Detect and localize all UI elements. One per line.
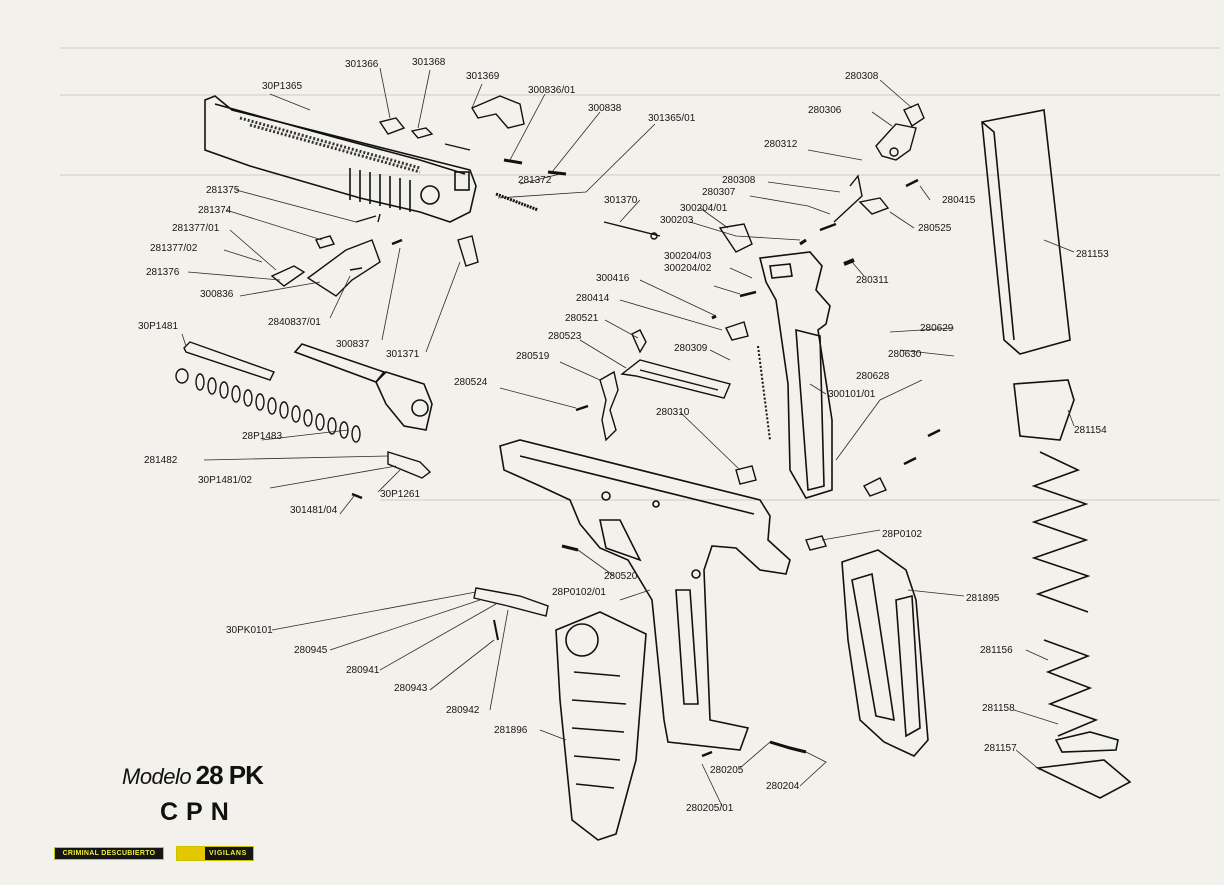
right-grip-panel: [841, 549, 929, 757]
slide-stop-parts: [473, 428, 941, 758]
label-280205-01: 280205/01: [686, 803, 734, 814]
extractor-parts: [270, 213, 479, 297]
label-280414: 280414: [576, 293, 610, 304]
label-281153: 281153: [1076, 249, 1109, 260]
slide-part: [204, 95, 477, 223]
label-280525: 280525: [918, 223, 952, 234]
label-280629: 280629: [920, 323, 954, 334]
label-281154: 281154: [1074, 425, 1107, 436]
label-28P1483: 28P1483: [242, 431, 283, 442]
label-301371: 301371: [386, 349, 420, 360]
label-30P1481-02: 30P1481/02: [198, 475, 252, 486]
criminal-descubierto-logo: CRIMINAL DESCUBIERTO: [54, 847, 164, 860]
label-300204-03: 300204/03: [664, 251, 712, 262]
label-300203: 300203: [660, 215, 694, 226]
slide-small-parts: [378, 95, 661, 240]
label-301481-04: 301481/04: [290, 505, 338, 516]
label-301368: 301368: [412, 57, 446, 68]
vigilans-emblem-icon: [177, 847, 205, 860]
hammer-housing-part: [759, 251, 833, 499]
label-280519: 280519: [516, 351, 550, 362]
label-280523: 280523: [548, 331, 582, 342]
label-280630: 280630: [888, 349, 922, 360]
left-grip-panel: [555, 611, 647, 841]
model-word: Modelo: [122, 764, 192, 789]
label-281375: 281375: [206, 185, 240, 196]
label-280628: 280628: [856, 371, 890, 382]
label-280310: 280310: [656, 407, 690, 418]
label-280307: 280307: [702, 187, 736, 198]
label-280306: 280306: [808, 105, 842, 116]
label-30PK0101: 30PK0101: [226, 625, 273, 636]
label-280308-top: 280308: [845, 71, 879, 82]
label-281377-02: 281377/02: [150, 243, 198, 254]
label-280415: 280415: [942, 195, 976, 206]
label-300101-01: 300101/01: [828, 389, 876, 400]
leader-lines: [181, 67, 1075, 807]
label-300837: 300837: [336, 339, 370, 350]
model-number: 28 PK: [195, 760, 264, 790]
label-301365-01: 301365/01: [648, 113, 696, 124]
background-paper-texture: [60, 47, 1220, 501]
vigilans-logo-text: VIGILANS: [209, 850, 247, 857]
label-30P1365: 30P1365: [262, 81, 303, 92]
label-280204: 280204: [766, 781, 800, 792]
label-280309: 280309: [674, 343, 708, 354]
label-30P1481: 30P1481: [138, 321, 179, 332]
barrel-part: [293, 343, 433, 431]
label-301369: 301369: [466, 71, 500, 82]
label-280308-mid: 280308: [722, 175, 756, 186]
label-281482: 281482: [144, 455, 178, 466]
background-text-fade: [480, 4, 490, 23]
label-281374: 281374: [198, 205, 232, 216]
hammer-parts: [799, 103, 925, 266]
label-280942: 280942: [446, 705, 480, 716]
label-281372: 281372: [518, 175, 552, 186]
label-28P0102: 28P0102: [882, 529, 923, 540]
label-280941: 280941: [346, 665, 380, 676]
label-280520: 280520: [604, 571, 638, 582]
label-301370: 301370: [604, 195, 638, 206]
label-30P1261: 30P1261: [380, 489, 421, 500]
label-300204-02: 300204/02: [664, 263, 712, 274]
label-300838: 300838: [588, 103, 622, 114]
label-281376: 281376: [146, 267, 180, 278]
magazine-parts: [981, 109, 1132, 799]
label-281896: 281896: [494, 725, 528, 736]
label-300836: 300836: [200, 289, 234, 300]
label-300204-01: 300204/01: [680, 203, 728, 214]
label-300416: 300416: [596, 273, 630, 284]
brand-name: CPN: [160, 798, 237, 826]
label-301366: 301366: [345, 59, 379, 70]
label-28P0102-01: 28P0102/01: [552, 587, 606, 598]
label-280311: 280311: [856, 275, 889, 286]
model-title: Modelo 28 PK: [122, 760, 264, 791]
frame-part: [499, 439, 791, 751]
label-280521: 280521: [565, 313, 599, 324]
label-281156: 281156: [980, 645, 1013, 656]
label-2840837-01: 2840837/01: [268, 317, 321, 328]
vigilans-logo: VIGILANS: [176, 846, 254, 861]
label-281157: 281157: [984, 743, 1017, 754]
label-280943: 280943: [394, 683, 428, 694]
label-281895: 281895: [966, 593, 1000, 604]
label-280524: 280524: [454, 377, 488, 388]
trigger-parts: [575, 223, 771, 485]
label-280205: 280205: [710, 765, 744, 776]
label-280312: 280312: [764, 139, 798, 150]
label-281377-01: 281377/01: [172, 223, 220, 234]
label-281158: 281158: [982, 703, 1015, 714]
label-280945: 280945: [294, 645, 328, 656]
label-300836-01: 300836/01: [528, 85, 576, 96]
